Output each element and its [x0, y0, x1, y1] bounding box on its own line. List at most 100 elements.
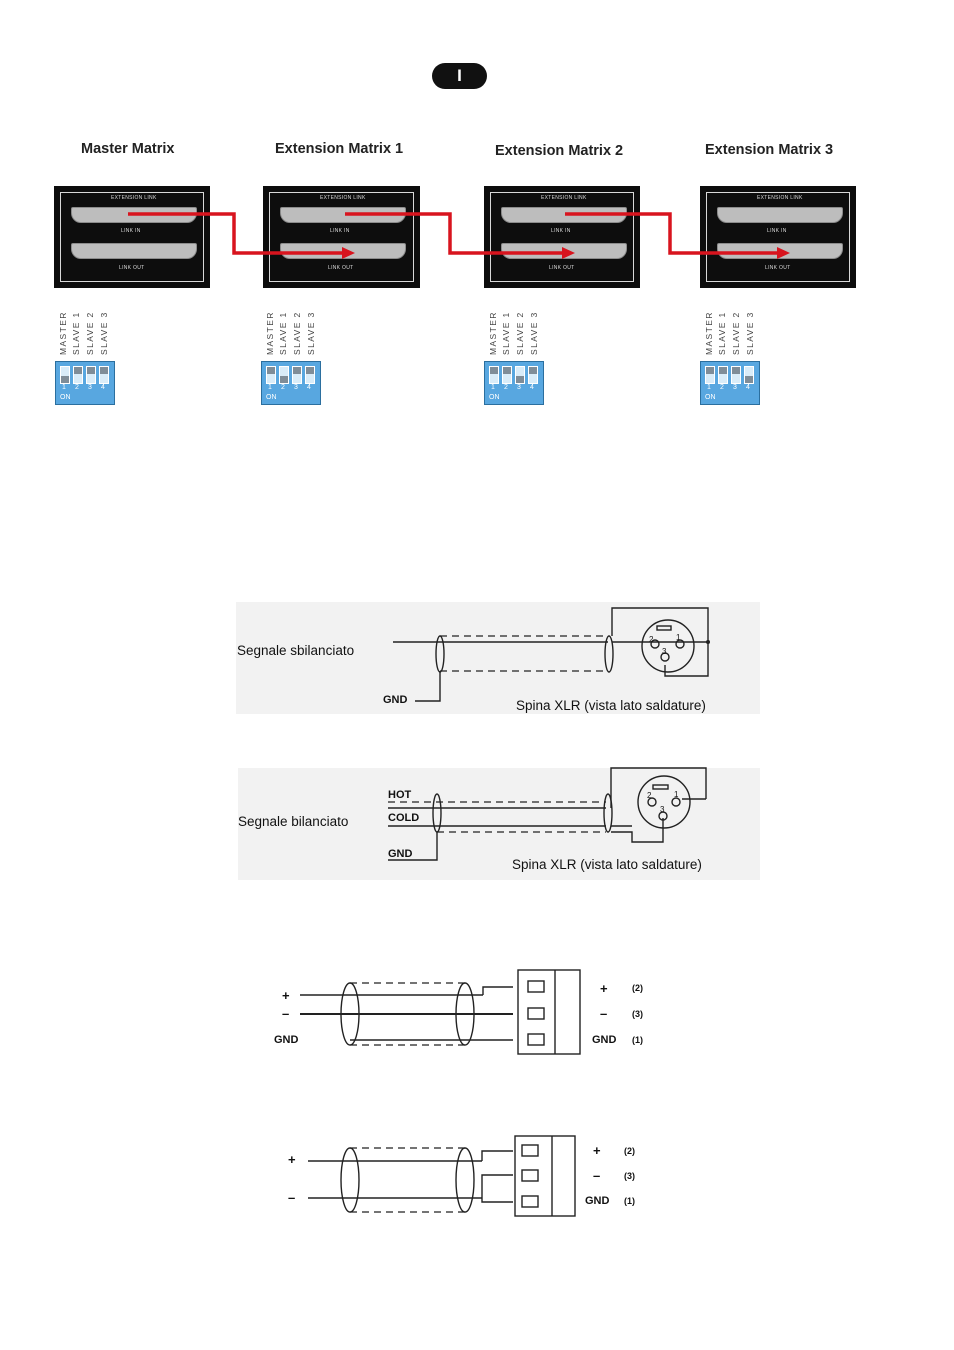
dip-switch-knob: [706, 367, 714, 374]
terminal-balanced-pin-2: (2): [632, 983, 643, 993]
dip-switch-lever-4[interactable]: [528, 366, 538, 384]
unbalanced-pin-1: 1: [676, 633, 681, 642]
link-arrow-1: [342, 247, 355, 259]
balanced-gnd-label: GND: [388, 848, 413, 860]
balanced-cold-label: COLD: [388, 812, 420, 824]
terminal-unbalanced-pin-3: (3): [624, 1171, 635, 1181]
link-in-connector: [717, 207, 843, 223]
dip-switch-lever-2[interactable]: [279, 366, 289, 384]
dip-switch-number: 2: [75, 384, 79, 391]
dip-switch-on-label: ON: [266, 394, 277, 401]
dip-label-slave-1: SLAVE 1: [501, 311, 511, 355]
dip-switch-lever-4[interactable]: [744, 366, 754, 384]
dip-switch-number: 1: [62, 384, 66, 391]
dip-switch-number: 4: [307, 384, 311, 391]
dip-switch-number: 2: [504, 384, 508, 391]
balanced-signal-label: Segnale bilanciato: [238, 814, 349, 829]
unbalanced-pin-3: 3: [662, 647, 667, 656]
dip-switch-lever-4[interactable]: [305, 366, 315, 384]
panel-header-label: EXTENSION LINK: [757, 195, 803, 201]
dip-switch-knob: [100, 367, 108, 374]
link-in-label: LINK IN: [551, 228, 571, 234]
dip-switch-lever-3[interactable]: [515, 366, 525, 384]
terminal-unbalanced-plus: +: [593, 1143, 601, 1158]
dip-switch-number: 3: [88, 384, 92, 391]
panel-master: EXTENSION LINK LINK IN LINK OUT: [54, 186, 210, 288]
link-out-connector: [71, 243, 197, 259]
dip-label-slave-2: SLAVE 2: [731, 311, 741, 355]
dip-label-slave-2: SLAVE 2: [85, 311, 95, 355]
dip-label-slave-1: SLAVE 1: [278, 311, 288, 355]
panel-header-label: EXTENSION LINK: [111, 195, 157, 201]
link-out-label: LINK OUT: [328, 265, 354, 271]
terminal-unbalanced-minus: –: [593, 1168, 601, 1183]
dip-switch-number: 1: [491, 384, 495, 391]
balanced-xlr-diagram: 2 1 3: [388, 767, 707, 861]
dip-switch-lever-2[interactable]: [502, 366, 512, 384]
dip-switch-lever-3[interactable]: [86, 366, 96, 384]
dip-switch-knob: [306, 367, 314, 374]
panel-header-label: EXTENSION LINK: [320, 195, 366, 201]
link-out-label: LINK OUT: [119, 265, 145, 271]
dip-switch-lever-4[interactable]: [99, 366, 109, 384]
dip-switch-knob: [267, 367, 275, 374]
unbalanced-connector-label: Spina XLR (vista lato saldature): [516, 698, 706, 713]
language-badge: I: [432, 63, 487, 89]
terminal-unbalanced-diagram: [308, 1135, 576, 1217]
balanced-pin-3: 3: [660, 805, 665, 814]
dip-switch-number: 4: [746, 384, 750, 391]
dip-switch-lever-2[interactable]: [73, 366, 83, 384]
dip-switch-lever-2[interactable]: [718, 366, 728, 384]
matrix-title-extension-3: Extension Matrix 3: [705, 142, 834, 158]
dip-switch-lever-1[interactable]: [266, 366, 276, 384]
terminal-balanced-input-minus: –: [282, 1006, 290, 1021]
dip-label-slave-1: SLAVE 1: [71, 311, 81, 355]
link-arrow-2: [562, 247, 575, 259]
matrix-title-extension-1: Extension Matrix 1: [275, 141, 404, 157]
terminal-unbalanced-pin-1: (1): [624, 1196, 635, 1206]
dip-switch-knob: [87, 367, 95, 374]
dip-switch-lever-3[interactable]: [292, 366, 302, 384]
dip-switch-lever-1[interactable]: [60, 366, 70, 384]
terminal-balanced-pin-1: (1): [632, 1035, 643, 1045]
link-arrow-3: [777, 247, 790, 259]
terminal-unbalanced-input-plus: +: [288, 1152, 296, 1167]
link-cables: [128, 212, 790, 259]
link-cable-3: [565, 212, 780, 255]
matrix-title-master: Master Matrix: [81, 141, 175, 157]
dip-label-slave-1: SLAVE 1: [717, 311, 727, 355]
dip-switch-number: 3: [733, 384, 737, 391]
balanced-pin-1: 1: [674, 790, 679, 799]
dip-switch-number: 3: [517, 384, 521, 391]
balanced-xlr-bg: [238, 768, 760, 880]
link-in-label: LINK IN: [767, 228, 787, 234]
dip-switch-lever-1[interactable]: [705, 366, 715, 384]
terminal-balanced-pin-3: (3): [632, 1009, 643, 1019]
dip-switch-knob: [61, 376, 69, 383]
dip-switch-knob: [74, 367, 82, 374]
dip-switch-number: 2: [720, 384, 724, 391]
dip-label-master: MASTER: [265, 311, 275, 355]
terminal-unbalanced-gnd: GND: [585, 1195, 610, 1207]
terminal-balanced-gnd: GND: [592, 1034, 617, 1046]
dip-switch-lever-3[interactable]: [731, 366, 741, 384]
link-out-label: LINK OUT: [549, 265, 575, 271]
dip-switch-knob: [745, 376, 753, 383]
terminal-balanced-plus: +: [600, 981, 608, 996]
unbalanced-signal-label: Segnale sbilanciato: [237, 643, 355, 658]
balanced-hot-label: HOT: [388, 789, 412, 801]
dip-switch-knob: [293, 367, 301, 374]
dip-label-master: MASTER: [704, 311, 714, 355]
dip-switch-lever-1[interactable]: [489, 366, 499, 384]
dip-switch-number: 3: [294, 384, 298, 391]
link-cable-2: [345, 212, 565, 255]
matrix-title-extension-2: Extension Matrix 2: [495, 143, 624, 159]
dip-label-slave-3: SLAVE 3: [306, 311, 316, 355]
balanced-pin-2: 2: [647, 791, 652, 800]
unbalanced-xlr-diagram: 2 1 3: [393, 607, 710, 702]
terminal-unbalanced-pin-2: (2): [624, 1146, 635, 1156]
